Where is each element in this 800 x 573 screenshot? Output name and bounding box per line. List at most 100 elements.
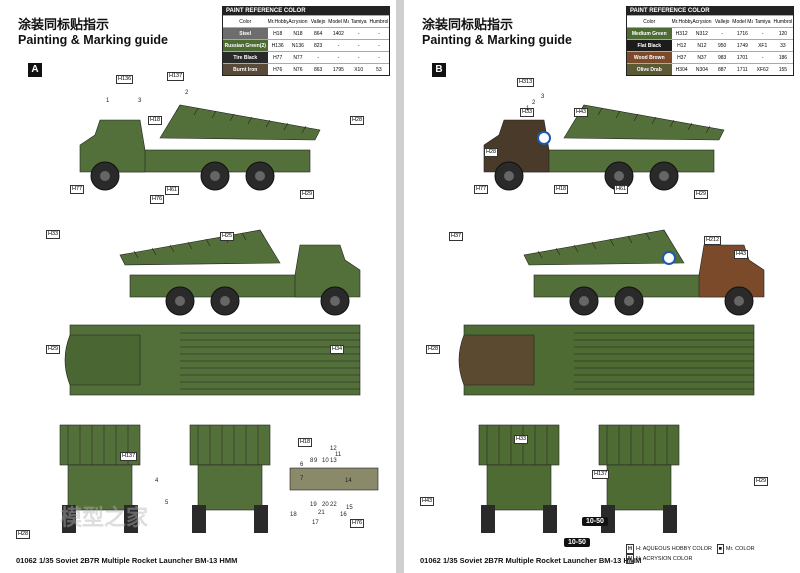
paint-callout: H18: [148, 116, 163, 125]
paint-callout: H43: [420, 497, 435, 506]
rail-tube: [705, 125, 711, 134]
footer-title: 01062 1/35 Soviet 2B7R Multiple Rocket L…: [420, 556, 642, 565]
wheel-rear-right: [124, 505, 138, 533]
rail-tube: [265, 119, 271, 128]
cab-top: [64, 334, 141, 386]
paint-code-cell: 887: [717, 66, 727, 73]
paint-code-cell: -: [721, 30, 723, 37]
paint-callout: H33: [46, 230, 61, 239]
callout-code: H43: [421, 498, 434, 505]
callout-code: H76: [351, 520, 364, 527]
paint-code-cell: -: [357, 30, 360, 37]
launcher-rear: [478, 424, 560, 466]
paint-callout: H313: [517, 78, 535, 87]
paint-code-cell: -: [761, 30, 764, 37]
color-swatch: Russian Green(2): [223, 40, 268, 51]
page-divider: [396, 0, 404, 573]
paint-code-cell: 1795: [332, 66, 344, 73]
truck-cab: [483, 119, 550, 173]
callout-code: H43: [735, 251, 748, 258]
rail-tube: [687, 122, 693, 131]
part-number: 19: [310, 502, 317, 508]
paint-code-cell: 863: [313, 66, 323, 73]
callout-code: H77: [475, 186, 488, 193]
paint-code-cell: N304: [695, 66, 708, 73]
paint-code-cell: N76: [293, 66, 303, 73]
vehicle-drawings-b: [458, 104, 765, 533]
part-number: 6: [300, 462, 304, 468]
callout-code: H313: [518, 79, 534, 86]
truck-side-view: [523, 229, 765, 316]
wheel-hub: [614, 171, 624, 181]
paint-code-cell: H77: [273, 54, 283, 61]
paint-callout: H29: [694, 190, 709, 199]
paint-code-cell: H76: [273, 66, 283, 73]
paint-callout: H33: [520, 108, 535, 117]
paint-code-cell: 155: [778, 66, 788, 73]
wheel-rear-left: [192, 505, 206, 533]
rail-tube: [591, 241, 597, 250]
page-title-en: Painting & Marking guide: [422, 33, 573, 47]
rail-tube: [151, 247, 157, 256]
callout-code: H33: [521, 109, 534, 116]
paint-reference-table: PAINT REFERENCE COLOR Color Mr.Hobby Acr…: [222, 6, 390, 76]
paint-code-cell: 823: [313, 42, 323, 49]
callout-code: H212: [705, 237, 721, 244]
paint-reference-table: PAINT REFERENCE COLOR Color Mr.Hobby Acr…: [626, 6, 794, 76]
paint-code-cell: XF1: [758, 42, 768, 49]
paint-code-cell: N12: [697, 42, 707, 49]
wheel-hub: [330, 296, 340, 306]
truck-rear-body: [67, 464, 133, 511]
paint-code-cell: 186: [778, 54, 788, 61]
callout-code: H18: [149, 117, 162, 124]
scheme-badge: B: [432, 63, 446, 77]
paint-callout: H61: [165, 186, 180, 195]
paint-code-cell: H136: [271, 42, 284, 49]
part-number: 10: [322, 458, 329, 464]
paint-reference-title: PAINT REFERENCE COLOR: [223, 7, 389, 15]
rail-tube: [175, 104, 181, 113]
paint-callout: H33: [514, 435, 529, 444]
wheel-rear-right: [254, 505, 268, 533]
part-number: 2: [532, 100, 536, 106]
rocket-rails: [159, 104, 321, 141]
paint-code-cell: 1716: [736, 30, 748, 37]
callout-code: H137: [593, 471, 609, 478]
paint-code-cell: -: [378, 54, 380, 61]
header-humbrol: Humbrol: [773, 18, 793, 25]
wheel-hub: [255, 171, 265, 181]
color-swatch: Burnt Iron: [223, 64, 268, 75]
rail-tube: [645, 232, 651, 241]
wheel-rear-left: [601, 505, 615, 533]
rail-tube: [259, 229, 265, 238]
header-humbrol: Humbrol: [369, 18, 389, 25]
rail-tube: [651, 116, 657, 125]
wheel-rear-left: [481, 505, 495, 533]
page-title-cn: 涂装同标贴指示: [18, 18, 110, 33]
rail-tube: [301, 125, 307, 134]
paint-code-cell: -: [378, 42, 380, 49]
color-swatch: Olive Drab: [627, 64, 672, 75]
wheel-hub: [624, 296, 634, 306]
paint-callout: H137: [592, 470, 610, 479]
legend-acrysion: N: ACRYSION COLOR: [635, 556, 693, 562]
part-number: 14: [345, 478, 352, 484]
paint-callout: H137: [120, 452, 138, 461]
truck-side-view: [483, 104, 725, 191]
paint-code-cell: N312: [695, 30, 708, 37]
part-number: 22: [330, 502, 337, 508]
paint-code-cell: N18: [293, 30, 303, 37]
paint-callout: H29: [754, 477, 769, 486]
paint-code-cell: N37: [697, 54, 707, 61]
wheel-hub: [734, 296, 744, 306]
paint-code-cell: 1402: [332, 30, 344, 37]
header-mrhobby: Mr.Hobby: [267, 18, 288, 25]
paint-code-cell: -: [337, 54, 340, 61]
color-swatch: Steel: [223, 28, 268, 39]
license-plate-decal: 10-50: [582, 517, 608, 526]
rail-tube: [193, 107, 199, 116]
paint-code-cell: XF62: [756, 66, 769, 73]
wheel-hub: [579, 296, 589, 306]
